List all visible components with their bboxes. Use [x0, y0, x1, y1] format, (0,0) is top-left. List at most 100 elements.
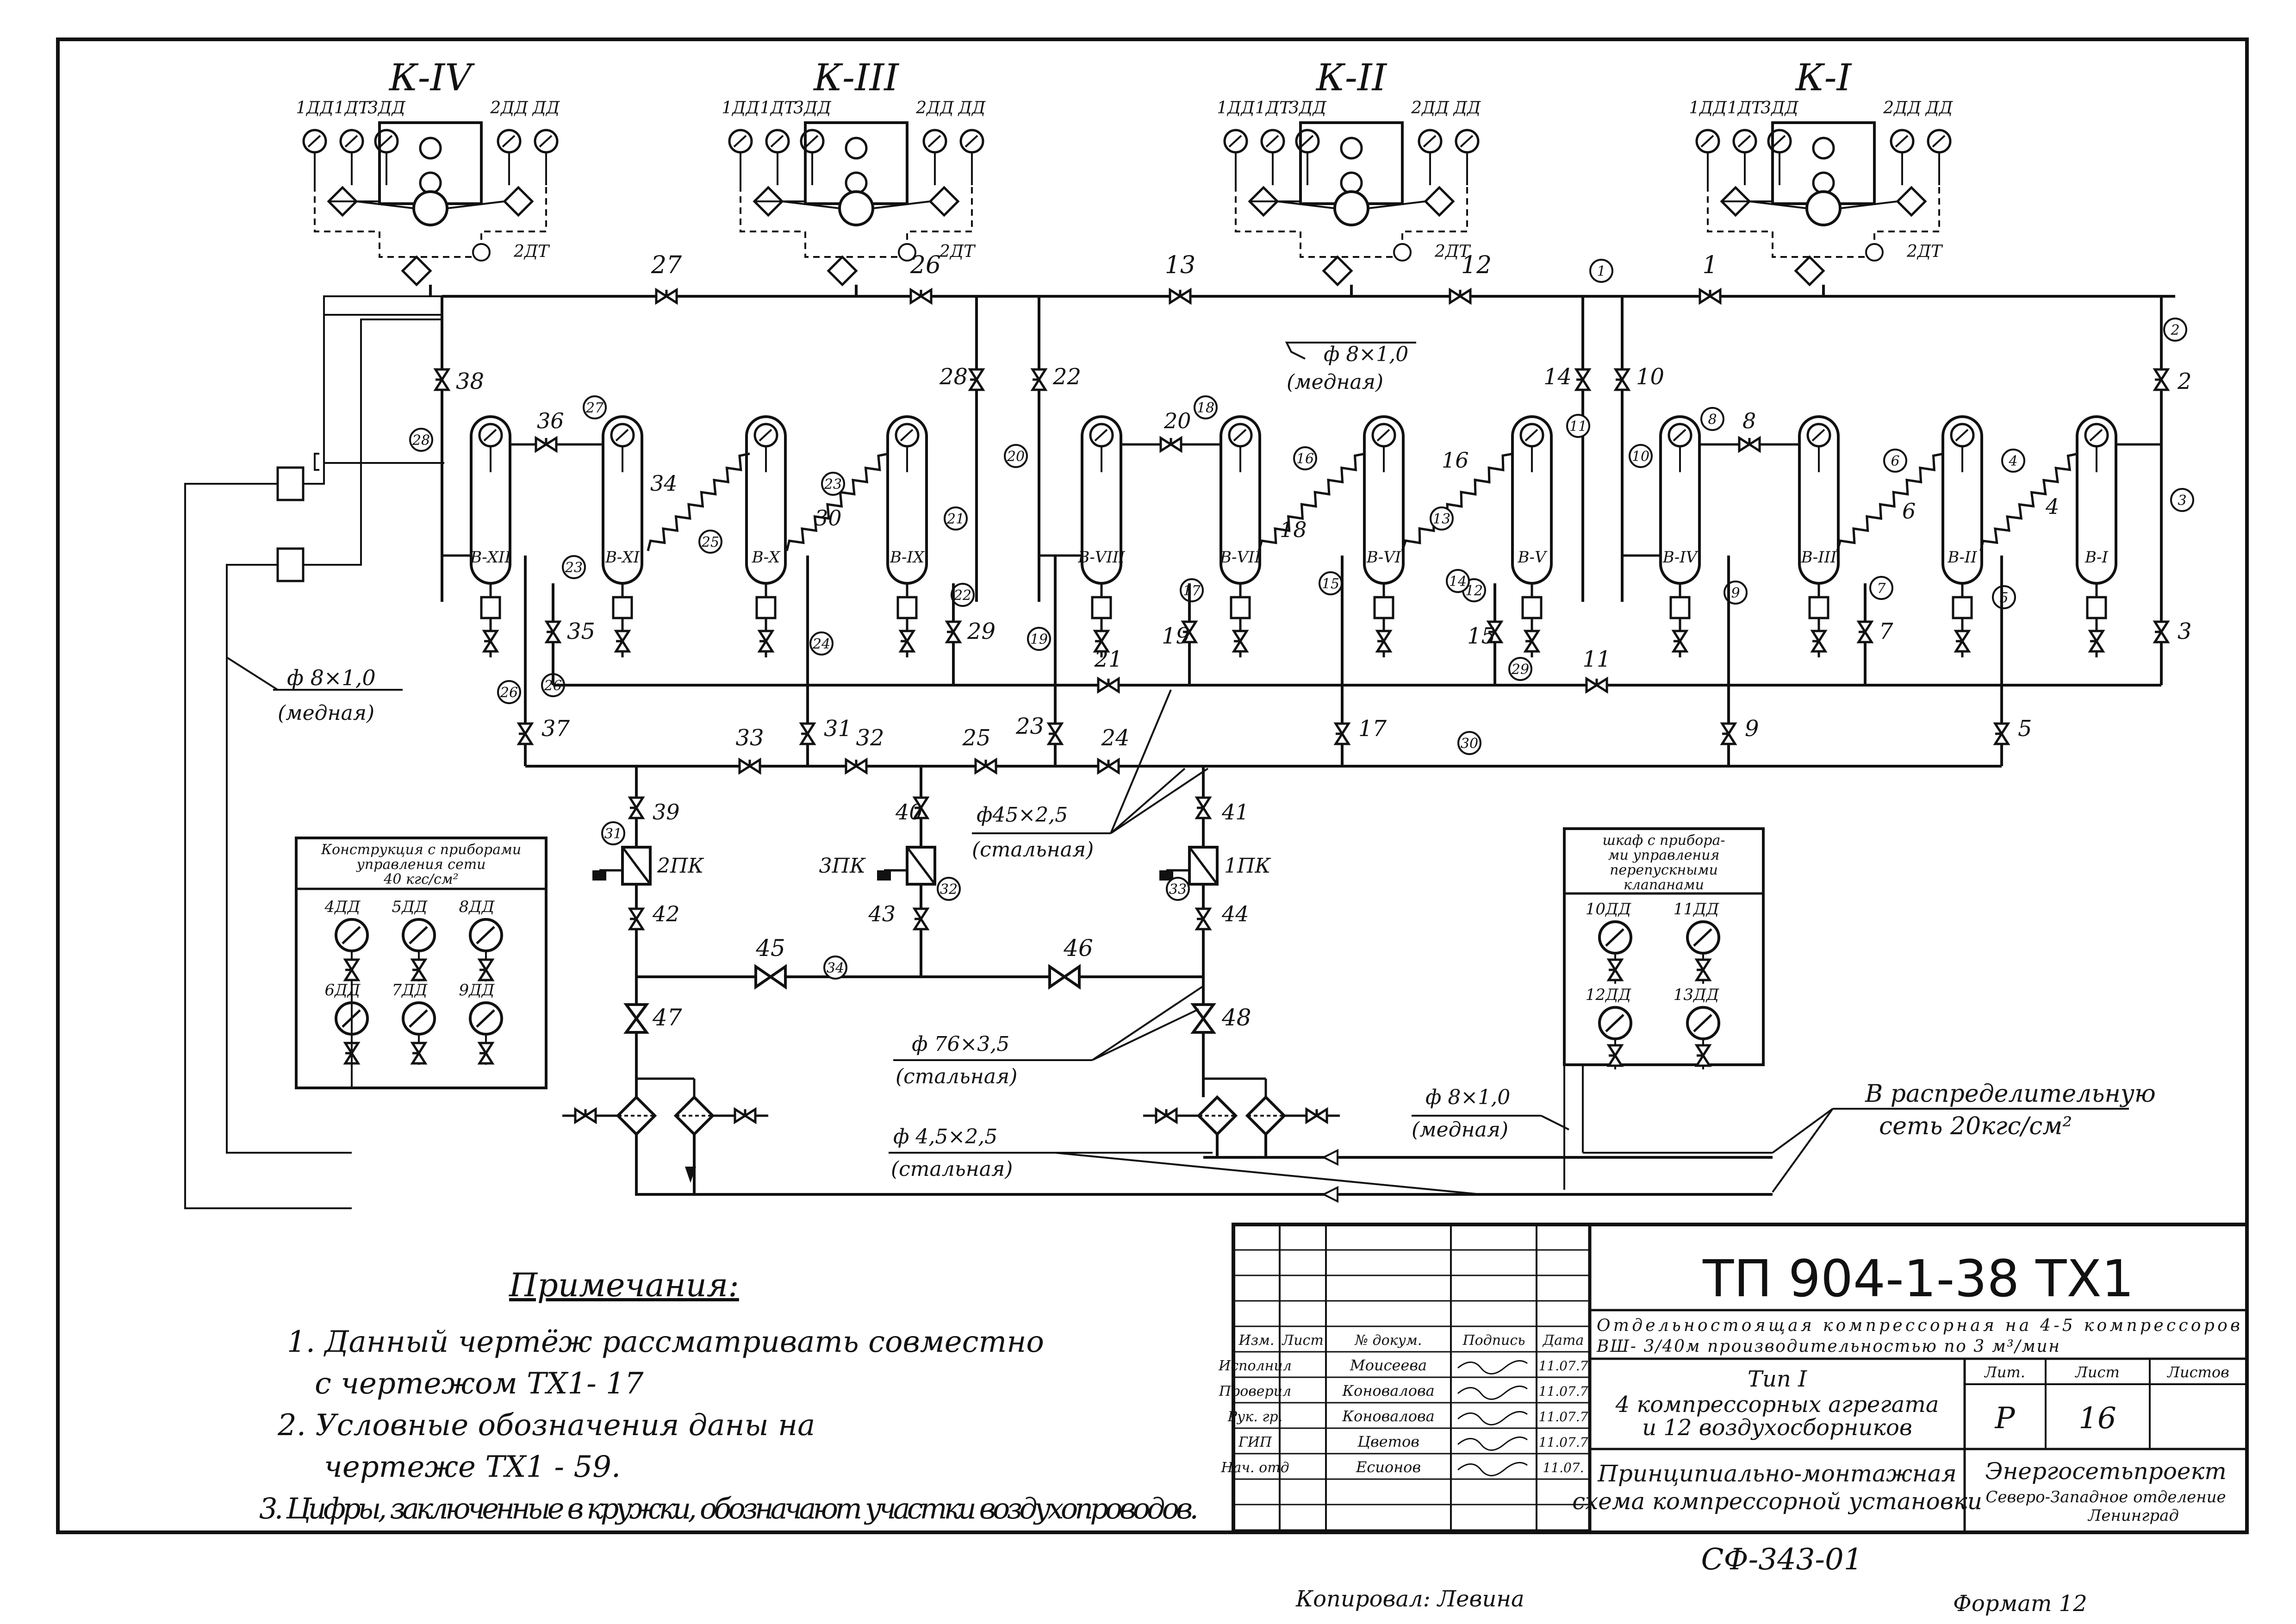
- receiver-label: В-XI: [605, 548, 640, 567]
- main-valve-icon: [1098, 760, 1119, 773]
- note-line: с чертежом ТХ1- 17: [315, 1367, 644, 1401]
- valve-number: 20: [1164, 408, 1191, 433]
- signature-icon: [1457, 1411, 1528, 1425]
- section-number: 18: [1197, 400, 1214, 416]
- valve-number: 35: [567, 618, 595, 644]
- pipe-material-label: (стальная): [896, 1065, 1017, 1088]
- gauge-label: 6ДД: [325, 981, 361, 999]
- section-number: 11: [1569, 418, 1587, 435]
- section-marker: 19: [1027, 627, 1051, 651]
- valve-number: 5: [2018, 716, 2032, 742]
- drain-trap-icon: [1230, 596, 1251, 619]
- pipe-material-label: (стальная): [891, 1157, 1013, 1181]
- main-valve-icon: [846, 760, 866, 773]
- section-marker: 28: [409, 428, 433, 452]
- drain-trap-icon: [1808, 596, 1829, 619]
- staff-date: 11.07.: [1543, 1460, 1584, 1475]
- drain-valve-icon: [1674, 631, 1686, 651]
- section-marker: 33: [1166, 877, 1190, 901]
- receiver-label: В-III: [1801, 548, 1837, 567]
- section-number: 27: [585, 400, 604, 416]
- note-line: 2. Условные обозначения даны на: [277, 1408, 815, 1443]
- pressure-gauge-icon: [924, 130, 946, 152]
- valve-number: 15: [1467, 623, 1495, 649]
- section-marker: 24: [809, 631, 834, 656]
- drawing-frame: [56, 37, 2249, 1534]
- title-block-cell: Р: [1994, 1401, 2015, 1436]
- receiver-label: В-XII: [470, 548, 511, 567]
- motor-icon: [845, 171, 868, 194]
- organization-name: Энергосетьпроект: [1985, 1458, 2227, 1485]
- flex-hose: [785, 452, 889, 551]
- valve-number: 43: [868, 901, 896, 926]
- gauge-valve-icon: [1697, 960, 1710, 980]
- receiver-label: В-V: [1517, 548, 1547, 567]
- instrument-label: 1ДД: [1689, 99, 1727, 118]
- note-line: 1. Данный чертёж рассматривать совместно: [287, 1325, 1044, 1359]
- drawing-code: ТП 904-1-38 ТХ1: [1702, 1249, 2134, 1308]
- drain-trap-icon: [1521, 596, 1543, 619]
- drain-valve-icon: [947, 622, 960, 642]
- section-number: 21: [946, 511, 964, 527]
- pressure-gauge-icon: [1687, 1007, 1719, 1039]
- panel-title: перепускными: [1610, 862, 1718, 878]
- pressure-gauge-icon: [729, 130, 752, 152]
- valve-number: 26: [910, 251, 941, 279]
- header-valve-icon: [656, 290, 677, 303]
- thermometer-icon: [472, 243, 491, 262]
- staff-date: 11.07.7: [1539, 1435, 1588, 1450]
- pressure-gauge-icon: [1808, 424, 1830, 446]
- section-number: 20: [1007, 449, 1025, 465]
- panel-title: ми управления: [1608, 847, 1720, 863]
- drain-valve-icon: [759, 631, 772, 651]
- pressure-gauge-icon: [2085, 424, 2108, 446]
- gauge-valve-icon: [345, 960, 358, 980]
- receiver-label: В-IV: [1662, 548, 1699, 567]
- collector-valve-icon: [1587, 679, 1607, 692]
- staff-name: Цветов: [1357, 1433, 1419, 1450]
- gauge-label: 10ДД: [1586, 900, 1632, 918]
- section-number: 4: [2008, 453, 2017, 469]
- drain-trap-icon: [612, 596, 633, 619]
- compressor-stage-icon: [1805, 190, 1842, 226]
- isolation-valve-icon: [1197, 909, 1210, 929]
- staff-role: Нач. отд: [1220, 1460, 1289, 1476]
- drawing-name: Принципиально-монтажная: [1597, 1460, 1956, 1487]
- pressure-gauge-icon: [470, 919, 502, 951]
- valve-number: 24: [1101, 725, 1129, 751]
- copper-signal-line: [184, 483, 352, 1209]
- instrument-label: 1ДТ: [1727, 99, 1764, 118]
- section-number: 7: [1877, 581, 1886, 597]
- pipe-size-label: ф 4,5×2,5: [893, 1125, 997, 1149]
- pressure-gauge-icon: [1687, 922, 1719, 953]
- motor-icon: [419, 171, 442, 194]
- gauge-valve-icon: [412, 1043, 425, 1063]
- gauge-label: 12ДД: [1586, 986, 1632, 1004]
- section-marker: 34: [823, 956, 847, 980]
- gauge-valve-icon: [1609, 960, 1622, 980]
- thermometer-icon: [1865, 243, 1884, 262]
- section-number: 3: [2178, 493, 2186, 509]
- section-number: 24: [812, 636, 830, 652]
- gauge-valve-icon: [1609, 1045, 1622, 1066]
- purge-valve-icon: [1156, 1109, 1176, 1122]
- title-block-cell: 16: [2078, 1401, 2116, 1436]
- drain-valve-icon: [1234, 631, 1247, 651]
- valve-number: 46: [1063, 935, 1093, 962]
- title-block-header: Дата: [1542, 1332, 1584, 1349]
- pressure-gauge-icon: [755, 424, 777, 446]
- section-number: 23: [824, 476, 842, 493]
- instrument-label: 2ДТ: [939, 242, 976, 261]
- air-receiver-6: В-VII: [1220, 415, 1261, 657]
- gauge-label: 13ДД: [1674, 986, 1720, 1004]
- section-number: 22: [953, 587, 971, 604]
- section-marker: 1: [1589, 259, 1613, 283]
- valve-number: 2: [2177, 369, 2192, 394]
- section-marker: 3: [2170, 488, 2194, 512]
- valve-number: 31: [824, 716, 852, 742]
- bypass-valve-icon: [1050, 967, 1079, 987]
- copper-signal-line: [303, 314, 442, 485]
- instrument-label: 1ДД: [722, 99, 759, 118]
